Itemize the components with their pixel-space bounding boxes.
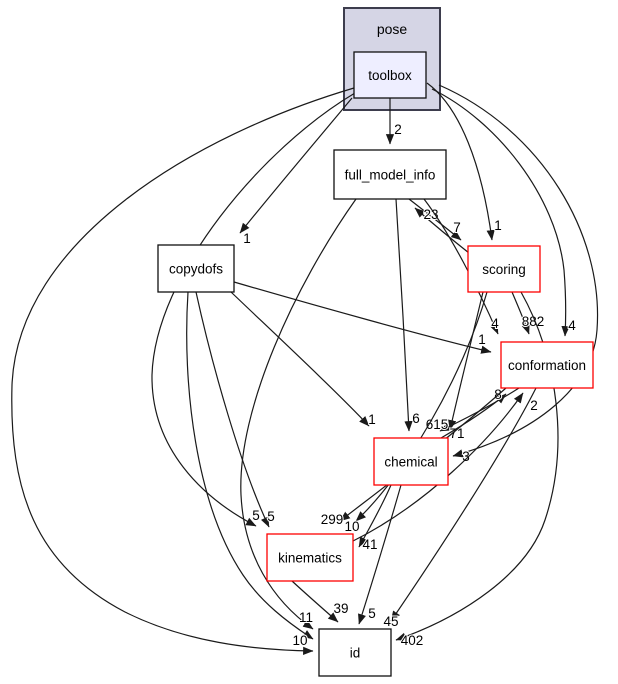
- edge-label-conformation-to-id: 45: [383, 614, 398, 629]
- cluster-pose-label: pose: [377, 21, 408, 37]
- edge-copydofs-to-id: [186, 291, 314, 640]
- edge-label-full_model_info-to-scoring: 7: [453, 220, 461, 235]
- edge-toolbox-to-copydofs: [239, 97, 353, 234]
- edge-label-kinematics-to-conformation: 2: [530, 398, 538, 413]
- edge-label-chemical-to-kinematics: 41: [362, 537, 377, 552]
- edge-conformation-to-id: [390, 387, 537, 622]
- edge-scoring-to-kinematics: [355, 291, 488, 522]
- edge-copydofs-to-conformation: [233, 281, 492, 354]
- node-kinematics-label: kinematics: [278, 551, 342, 566]
- edge-copydofs-to-chemical: [230, 291, 370, 427]
- edge-chemical-to-id: [358, 484, 402, 625]
- edge-label-scoring-to-id: 402: [401, 633, 424, 648]
- edge-toolbox-to-kinematics: [151, 92, 356, 527]
- edge-label-scoring-to-conformation: 882: [522, 314, 545, 329]
- edge-label-toolbox-to-conformation: 4: [568, 318, 576, 333]
- node-kinematics[interactable]: [266, 533, 354, 582]
- edge-toolbox-to-id: [11, 87, 355, 655]
- edge-scoring-to-conformation: [511, 291, 530, 335]
- node-copydofs[interactable]: [157, 244, 235, 293]
- node-id-label: id: [350, 646, 361, 661]
- edge-label-scoring-to-full_model_info: 23: [423, 207, 438, 222]
- edge-label-full_model_info-to-conformation: 4: [491, 316, 499, 331]
- edge-label-scoring-to-chemical: 71: [449, 426, 464, 441]
- edge-kinematics-to-id: [291, 580, 339, 623]
- node-conformation-label: conformation: [508, 358, 586, 373]
- node-copydofs-label: copydofs: [169, 262, 223, 277]
- edge-toolbox-to-chemical: [438, 84, 599, 458]
- node-scoring-label: scoring: [482, 262, 526, 277]
- node-id[interactable]: [318, 628, 392, 677]
- edge-kinematics-to-conformation: [352, 392, 524, 542]
- edge-label-copydofs-to-chemical: 1: [368, 412, 376, 427]
- node-toolbox[interactable]: [353, 51, 427, 99]
- edge-toolbox-to-scoring: [426, 82, 495, 241]
- edge-label-toolbox-to-chemical: 3: [462, 449, 470, 464]
- edge-label-toolbox-to-copydofs: 1: [243, 231, 251, 246]
- edge-full_model_info-to-scoring: [408, 198, 462, 241]
- node-conformation[interactable]: [500, 341, 594, 389]
- edge-label-conformation-to-kinematics: 299: [321, 512, 344, 527]
- node-full_model_info-label: full_model_info: [345, 168, 436, 183]
- edge-scoring-to-chemical: [448, 291, 484, 431]
- edge-label-full_model_info-to-chemical: 6: [412, 411, 420, 426]
- edge-label-toolbox-to-kinematics: 5: [252, 508, 260, 523]
- edge-label-scoring-to-kinematics: 10: [344, 519, 359, 534]
- edge-copydofs-to-kinematics: [195, 291, 270, 528]
- edge-full_model_info-to-id: [240, 198, 357, 630]
- node-chemical-label: chemical: [384, 455, 437, 470]
- node-chemical[interactable]: [373, 437, 449, 486]
- edge-chemical-to-conformation: [440, 393, 507, 439]
- edge-label-toolbox-to-full_model_info: 2: [394, 122, 402, 137]
- node-toolbox-label: toolbox: [368, 68, 412, 83]
- node-scoring[interactable]: [467, 245, 541, 293]
- edge-label-copydofs-to-kinematics: 5: [267, 509, 275, 524]
- edge-chemical-to-kinematics: [358, 484, 392, 548]
- edge-label-chemical-to-id: 5: [368, 606, 376, 621]
- edge-label-copydofs-to-conformation: 1: [478, 332, 486, 347]
- edge-full_model_info-to-conformation: [423, 198, 499, 335]
- edge-label-copydofs-to-id: 10: [292, 633, 307, 648]
- edge-toolbox-to-conformation: [431, 88, 570, 337]
- edge-label-toolbox-to-scoring: 1: [494, 218, 502, 233]
- edge-label-kinematics-to-id: 39: [333, 601, 348, 616]
- node-full_model_info[interactable]: [333, 149, 447, 200]
- edge-label-full_model_info-to-id: 11: [299, 610, 313, 625]
- edge-full_model_info-to-chemical: [395, 198, 413, 432]
- edge-scoring-to-full_model_info: [414, 207, 470, 254]
